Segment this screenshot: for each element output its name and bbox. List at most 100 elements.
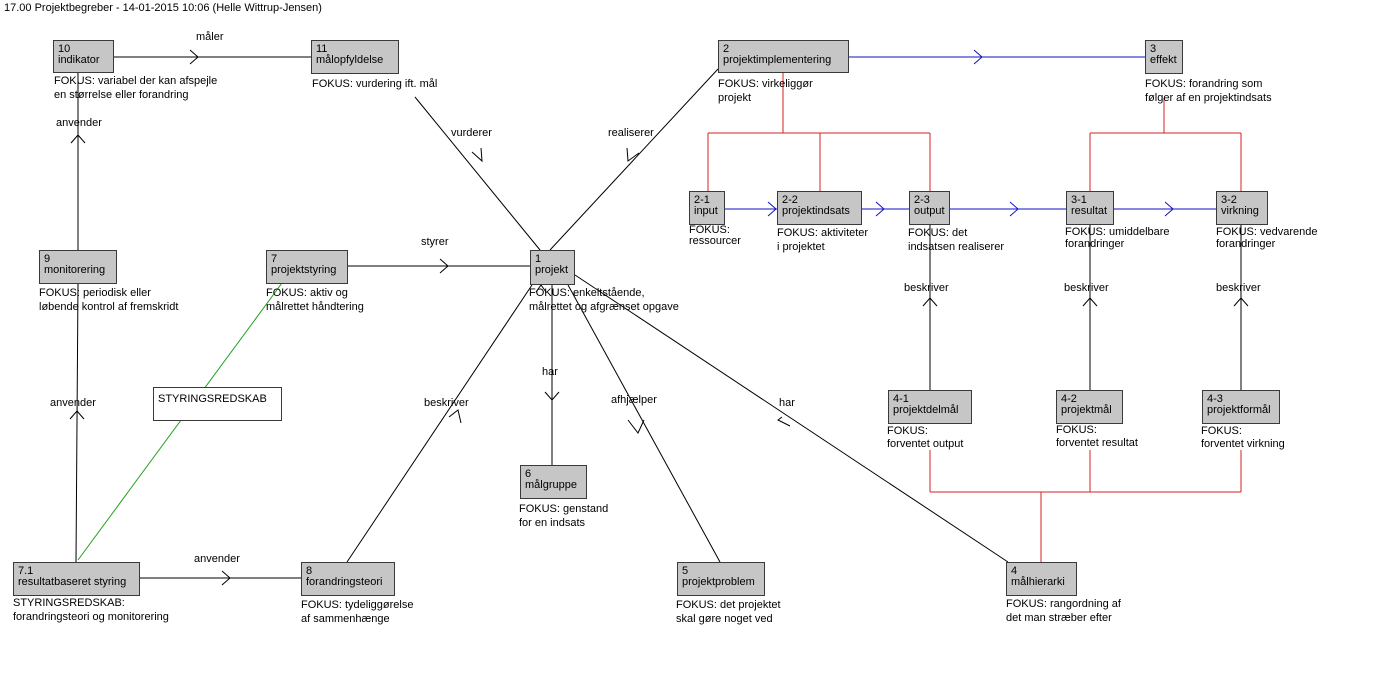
desc-resultat: FOKUS: umiddelbare forandringer — [1065, 226, 1170, 250]
node-number: 2-1 — [694, 194, 710, 206]
node-resultatbaseret-styring[interactable]: 7.1 resultatbaseret styring — [13, 562, 140, 596]
arrowhead-har-6 — [544, 391, 560, 401]
node-number: 2 — [723, 43, 730, 55]
node-name: monitorering — [44, 264, 106, 276]
node-indikator[interactable]: 10 indikator — [53, 40, 114, 73]
node-number: 6 — [525, 468, 532, 480]
node-number: 2-2 — [782, 194, 798, 206]
node-input[interactable]: 2-1 input — [689, 191, 725, 225]
node-resultat[interactable]: 3-1 resultat — [1066, 191, 1114, 225]
arrowhead-blue-effekt — [973, 49, 983, 65]
arrowhead-projekt-top — [535, 284, 547, 293]
node-monitorering[interactable]: 9 monitorering — [39, 250, 117, 284]
node-number: 2-3 — [914, 194, 930, 206]
node-name: resultat — [1071, 205, 1108, 217]
node-projektstyring[interactable]: 7 projektstyring — [266, 250, 348, 284]
node-number: 9 — [44, 253, 51, 265]
node-projektformal[interactable]: 4-3 projektformål — [1202, 390, 1280, 424]
desc-virkning: FOKUS: vedvarende forandringer — [1216, 226, 1318, 250]
node-malgruppe[interactable]: 6 målgruppe — [520, 465, 587, 499]
node-name: input — [694, 205, 718, 217]
edge-forandringsteori-projekt — [346, 284, 533, 563]
edge-label-anvender-mid: anvender — [50, 397, 96, 409]
node-name: målgruppe — [525, 479, 577, 491]
arrowhead-beskriver-41 — [922, 297, 938, 307]
edge-label-beskriver-43: beskriver — [1216, 282, 1261, 294]
desc-projekt: FOKUS: enkeltstående, målrettet og afgræ… — [529, 287, 679, 313]
node-number: 1 — [535, 253, 542, 265]
desc-output: FOKUS: det indsatsen realiserer — [908, 227, 1004, 253]
node-projektdelmal[interactable]: 4-1 projektdelmål — [888, 390, 972, 424]
arrowhead-anvender-mid — [69, 410, 85, 420]
desc-forandringsteori: FOKUS: tydeliggørelse af sammenhænge — [301, 599, 414, 625]
desc-resultatbaseret-styring: STYRINGSREDSKAB: forandringsteori og mon… — [13, 597, 169, 623]
desc-malhierarki: FOKUS: rangordning af det man stræber ef… — [1006, 598, 1121, 624]
diagram-title: 17.00 Projektbegreber - 14-01-2015 10:06… — [4, 2, 322, 14]
node-name: projektformål — [1207, 404, 1271, 416]
styringsredskab-box[interactable]: STYRINGSREDSKAB — [153, 387, 282, 421]
edge-label-maler: måler — [196, 31, 224, 43]
edge-malhierarki-projekt — [574, 274, 1009, 563]
desc-projektdelmal: FOKUS: forventet output — [887, 425, 964, 450]
edge-label-anvender-top: anvender — [56, 117, 102, 129]
node-name: effekt — [1150, 54, 1177, 66]
desc-projektproblem: FOKUS: det projektet skal gøre noget ved — [676, 599, 781, 625]
edge-label-har-4: har — [779, 397, 795, 409]
edge-styringsredskab — [77, 282, 283, 561]
edge-label-har-6: har — [542, 366, 558, 378]
node-name: projektstyring — [271, 264, 337, 276]
node-projektimplementering[interactable]: 2 projektimplementering — [718, 40, 849, 73]
edge-label-realiserer: realiserer — [608, 127, 654, 139]
desc-indikator: FOKUS: variabel der kan afspejle en stør… — [54, 75, 218, 101]
edge-label-afhjaelper: afhjælper — [611, 394, 657, 406]
node-name: virkning — [1221, 205, 1259, 217]
desc-projektformal: FOKUS: forventet virkning — [1201, 425, 1285, 450]
node-forandringsteori[interactable]: 8 forandringsteori — [301, 562, 395, 596]
styringsredskab-label: STYRINGSREDSKAB — [158, 393, 267, 405]
arrowhead-beskriver-43 — [1233, 297, 1249, 307]
edge-projektproblem-projekt — [567, 284, 721, 563]
node-number: 11 — [316, 43, 328, 55]
node-projektproblem[interactable]: 5 projektproblem — [677, 562, 765, 596]
bracket-effekt — [1089, 98, 1242, 191]
node-number: 7 — [271, 253, 278, 265]
node-number: 4 — [1011, 565, 1018, 577]
node-name: projektindsats — [782, 205, 850, 217]
node-projekt[interactable]: 1 projekt — [530, 250, 575, 285]
arrowhead-beskriver-8 — [448, 409, 462, 424]
node-virkning[interactable]: 3-2 virkning — [1216, 191, 1268, 225]
node-malopfyldelse[interactable]: 11 målopfyldelse — [311, 40, 399, 74]
node-name: målopfyldelse — [316, 54, 384, 66]
desc-monitorering: FOKUS: periodisk eller løbende kontrol a… — [39, 287, 179, 313]
arrowhead-blue-input — [767, 201, 777, 217]
node-number: 3-2 — [1221, 194, 1237, 206]
node-name: projektmål — [1061, 404, 1112, 416]
node-number: 3-1 — [1071, 194, 1087, 206]
arrowhead-realiserer — [626, 147, 640, 162]
node-effekt[interactable]: 3 effekt — [1145, 40, 1183, 74]
edge-resultatbaseret-monitorering — [75, 282, 79, 563]
edge-label-anvender-bottom: anvender — [194, 553, 240, 565]
bracket-malhierarki — [929, 450, 1242, 562]
edge-label-beskriver-41: beskriver — [904, 282, 949, 294]
desc-input: FOKUS: ressourcer — [689, 224, 741, 247]
desc-projektindsats: FOKUS: aktiviteter i projektet — [777, 227, 869, 253]
node-name: indikator — [58, 54, 100, 66]
node-number: 3 — [1150, 43, 1157, 55]
node-projektindsats[interactable]: 2-2 projektindsats — [777, 191, 862, 225]
edge-label-beskriver-8: beskriver — [424, 397, 469, 409]
arrowhead-vurderer — [471, 147, 483, 163]
node-output[interactable]: 2-3 output — [909, 191, 950, 225]
desc-projektmal: FOKUS: forventet resultat — [1056, 424, 1138, 449]
arrowhead-blue-resultat — [1164, 201, 1174, 217]
desc-malgruppe: FOKUS: genstand for en indsats — [519, 503, 609, 529]
arrowhead-har-4 — [777, 416, 791, 427]
node-projektmal[interactable]: 4-2 projektmål — [1056, 390, 1123, 424]
node-name: resultatbaseret styring — [18, 576, 127, 588]
node-malhierarki[interactable]: 4 målhierarki — [1006, 562, 1077, 596]
edge-label-beskriver-42: beskriver — [1064, 282, 1109, 294]
arrowhead-blue-indsats — [875, 201, 885, 217]
arrowhead-blue-output — [1009, 201, 1019, 217]
node-name: projektdelmål — [893, 404, 959, 416]
